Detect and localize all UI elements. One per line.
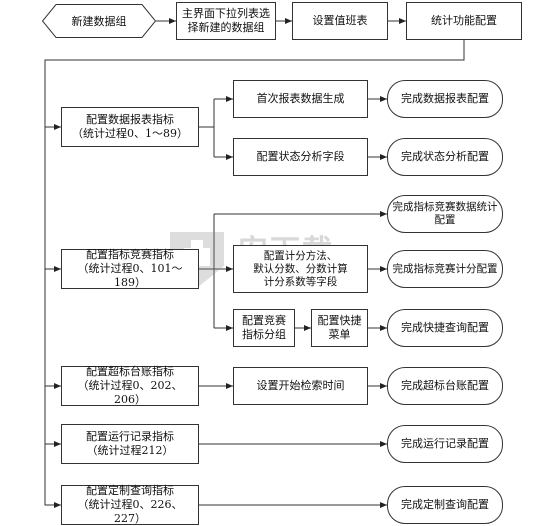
compete-group-node: 配置竞赛 指标分组 (233, 309, 295, 347)
state-field-node: 配置状态分析字段 (233, 138, 368, 176)
start-node-label: 新建数据组 (71, 15, 127, 28)
over-index-node: 配置超标台账指标 （统计过程0、202、206） (61, 365, 199, 406)
quick-menu-node: 配置快捷 菜单 (311, 309, 368, 347)
done-quick-node: 完成快捷查询配置 (387, 309, 503, 347)
done-report-node: 完成数据报表配置 (387, 80, 503, 118)
done-compete-score-node: 完成指标竞赛计分配置 (387, 250, 503, 288)
hexagon-shape (42, 4, 156, 38)
custom-index-node: 配置定制查询指标 （统计过程0、226、227） (61, 484, 199, 525)
compete-index-node: 配置指标竞赛指标 （统计过程0、101～189） (61, 248, 199, 289)
select-group-node: 主界面下拉列表选 择新建的数据组 (176, 2, 276, 40)
run-index-node: 配置运行记录指标 （统计过程212） (61, 424, 199, 464)
start-node: 新建数据组 (42, 4, 156, 38)
done-run-node: 完成运行记录配置 (387, 425, 503, 463)
done-custom-node: 完成定制查询配置 (387, 486, 503, 524)
done-over-node: 完成超标台账配置 (387, 367, 503, 405)
first-report-node: 首次报表数据生成 (233, 80, 368, 118)
search-time-node: 设置开始检索时间 (233, 367, 368, 405)
set-duty-node: 设置值班表 (292, 2, 388, 40)
report-index-node: 配置数据报表指标 （统计过程0、1～89） (61, 107, 199, 147)
stat-config-node: 统计功能配置 (406, 2, 522, 40)
done-compete-stat-node: 完成指标竞赛数据统计 配置 (387, 195, 503, 233)
score-method-node: 配置计分方法、 默认分数、分数计算 计分系数等字段 (233, 245, 368, 293)
done-state-node: 完成状态分析配置 (387, 138, 503, 176)
